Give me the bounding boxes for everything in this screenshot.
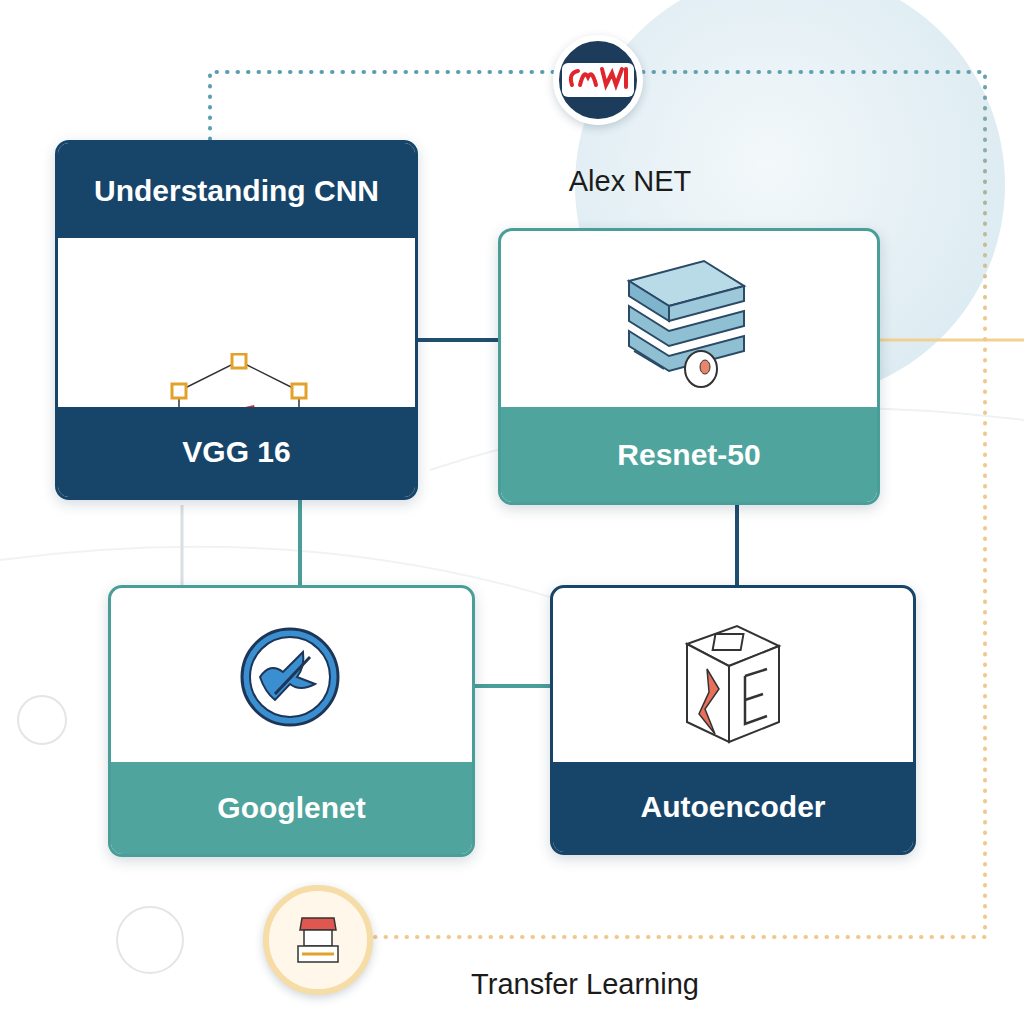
circle-icon: [558, 55, 638, 105]
node-label: Autoencoder: [640, 790, 825, 824]
connector-line: [298, 500, 302, 585]
deco-ring: [117, 907, 183, 973]
model-circle: Alex NET: [553, 35, 643, 125]
box-icon: [609, 251, 759, 391]
connector-line: [735, 505, 739, 585]
box-footer: Googlenet: [111, 762, 472, 854]
node-label: Resnet-50: [617, 438, 760, 472]
node-label: Googlenet: [217, 791, 365, 825]
model-box: Autoencoder: [550, 585, 916, 855]
node-label: Transfer Learning: [471, 968, 699, 1001]
box-header: Understanding CNN: [58, 143, 415, 238]
model-box: Resnet-50: [498, 228, 880, 505]
connector-line: [475, 684, 550, 688]
node-label: VGG 16: [182, 435, 290, 469]
model-box: Understanding CNN VGG 16: [55, 140, 418, 500]
connector-line: [418, 338, 498, 342]
faint-line: [181, 505, 184, 585]
box-footer: VGG 16: [58, 407, 415, 497]
box-footer: Resnet-50: [501, 407, 877, 502]
node-label: Understanding CNN: [94, 174, 379, 208]
dotted-connector: [210, 72, 553, 140]
node-label: Alex NET: [569, 165, 691, 198]
model-box: Googlenet: [108, 585, 475, 857]
accent-line: [880, 339, 1024, 342]
box-icon: [235, 622, 345, 732]
box-footer: Autoencoder: [553, 762, 913, 852]
deco-ring: [18, 696, 66, 744]
model-circle: Transfer Learning: [263, 885, 373, 995]
circle-icon: [288, 910, 348, 970]
box-icon: [657, 614, 797, 754]
